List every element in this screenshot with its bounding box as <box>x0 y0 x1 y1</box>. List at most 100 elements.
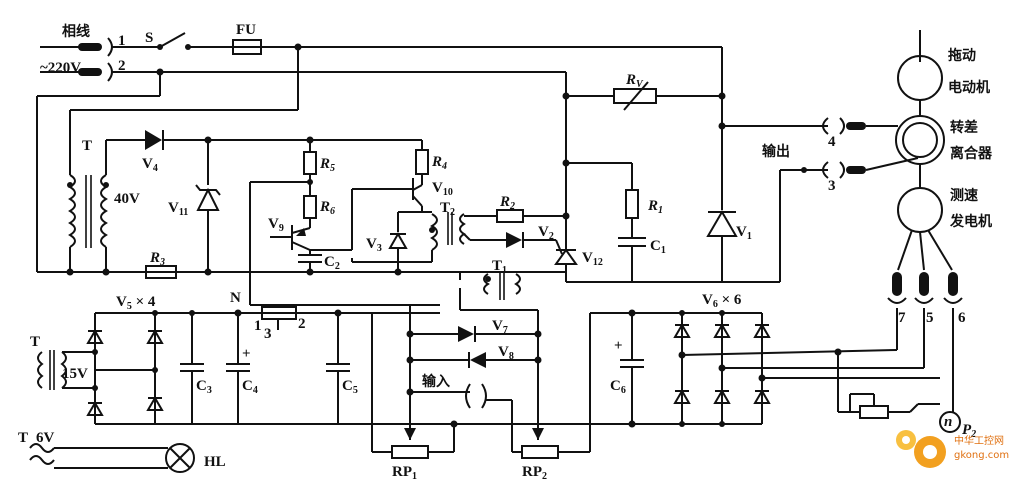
varistor-rv <box>566 47 726 210</box>
label-mains-voltage: ~220V <box>40 60 81 76</box>
transformer-t-40v <box>66 110 110 276</box>
label-r5: R5 <box>319 156 335 174</box>
transformer-t2-primary <box>422 211 466 262</box>
label-v12: V12 <box>582 250 603 268</box>
label-term-7: 7 <box>898 310 906 326</box>
label-output: 输出 <box>762 143 790 160</box>
label-pot-3: 3 <box>264 326 272 342</box>
potentiometer-rp2 <box>512 312 632 459</box>
label-rp2: RP2 <box>522 464 547 482</box>
label-tacho-2: 发电机 <box>949 213 992 230</box>
label-np2: P2 <box>962 422 976 440</box>
label-c1: C1 <box>650 238 666 256</box>
label-t1: T1 <box>492 258 507 276</box>
capacitor-c5 <box>326 313 350 424</box>
label-v9: V9 <box>268 216 284 234</box>
watermark-text-2: gkong.com <box>954 450 1009 461</box>
potentiometer-rp1 <box>372 420 458 459</box>
transistor-v10 <box>351 178 423 250</box>
label-term-3: 3 <box>828 178 836 194</box>
transformer-t1 <box>351 258 521 310</box>
label-lamp-t: T <box>18 430 28 446</box>
label-c6: C6 <box>610 378 626 396</box>
label-v6: V6 × 6 <box>702 292 742 310</box>
label-v2: V2 <box>538 224 554 242</box>
tacho-generator <box>897 164 953 271</box>
label-t-upper: T <box>82 138 92 154</box>
label-input: 输入 <box>422 373 450 390</box>
resistor-r2 <box>464 209 566 223</box>
label-phase-line: 相线 <box>62 23 90 40</box>
diode-v7 <box>406 326 542 342</box>
label-r2: R2 <box>499 194 515 212</box>
label-r1: R1 <box>647 198 663 216</box>
label-pot-2: 2 <box>298 316 306 332</box>
transformer-t-15v <box>37 350 95 390</box>
diode-v2 <box>463 232 556 248</box>
label-c3: C3 <box>196 378 212 396</box>
label-t2: T2 <box>440 200 455 218</box>
label-rp1: RP1 <box>392 464 417 482</box>
input-terminals <box>406 383 513 452</box>
capacitor-c2 <box>298 250 322 276</box>
label-pot-1: 1 <box>254 318 262 334</box>
label-v8: V8 <box>498 344 514 362</box>
capacitor-c3 <box>180 310 204 424</box>
mains-input <box>36 32 722 272</box>
label-c4-plus: + <box>242 346 251 362</box>
label-term-2: 2 <box>118 58 126 74</box>
diode-v3 <box>388 211 422 276</box>
slip-clutch <box>895 100 945 165</box>
label-term-1: 1 <box>118 33 126 49</box>
label-term-5: 5 <box>926 310 934 326</box>
label-c6-plus: + <box>614 338 623 354</box>
label-v11: V11 <box>168 200 188 218</box>
resistor-r4 <box>415 140 429 185</box>
label-r6: R6 <box>319 199 335 217</box>
label-rv: RV <box>625 72 644 90</box>
label-term-6: 6 <box>958 310 966 326</box>
label-switch: S <box>145 30 153 46</box>
label-fuse: FU <box>236 22 256 38</box>
bridge-v6 <box>673 310 940 427</box>
label-v5: V5 × 4 <box>116 294 156 312</box>
label-v10: V10 <box>432 180 453 198</box>
label-v3: V3 <box>366 236 382 254</box>
label-v7: V7 <box>492 318 508 336</box>
label-c4: C4 <box>242 378 258 396</box>
watermark-logo <box>896 430 946 468</box>
label-6v: 6V <box>36 430 55 446</box>
label-n: N <box>230 290 241 306</box>
label-r3: R3 <box>149 250 165 268</box>
label-v1: V1 <box>736 224 752 242</box>
label-motor-1: 拖动 <box>948 47 976 64</box>
capacitor-c4 <box>226 309 250 424</box>
feedback-potentiometer <box>838 393 961 433</box>
resistor-r3 <box>145 265 177 279</box>
capacitor-c6 <box>620 309 762 428</box>
label-clutch-1: 转差 <box>950 119 978 136</box>
label-clutch-2: 离合器 <box>950 145 993 162</box>
potentiometer-n <box>261 306 373 452</box>
diode-v4 <box>106 130 422 150</box>
label-r4: R4 <box>431 154 447 172</box>
label-c2: C2 <box>324 254 340 272</box>
resistor-r1-capacitor-c1 <box>562 159 646 282</box>
zener-v11 <box>195 140 221 276</box>
label-v4: V4 <box>142 156 158 174</box>
label-tacho-1: 测速 <box>950 187 978 204</box>
thyristor-v12 <box>554 72 578 282</box>
transistor-v9 <box>249 179 352 305</box>
output-terminals <box>722 117 919 282</box>
watermark-text-1: 中华工控网 <box>954 434 1004 447</box>
label-c5: C5 <box>342 378 358 396</box>
motor <box>897 30 943 101</box>
tacho-terminals <box>887 272 963 412</box>
label-term-4: 4 <box>828 134 836 150</box>
label-15v: 15V <box>62 366 88 382</box>
label-np: n <box>944 414 952 430</box>
labels: 相线 ~220V 1 2 S FU 拖动 电动机 转差 离合器 测速 发电机 输… <box>18 22 1009 482</box>
label-motor-2: 电动机 <box>948 79 990 96</box>
